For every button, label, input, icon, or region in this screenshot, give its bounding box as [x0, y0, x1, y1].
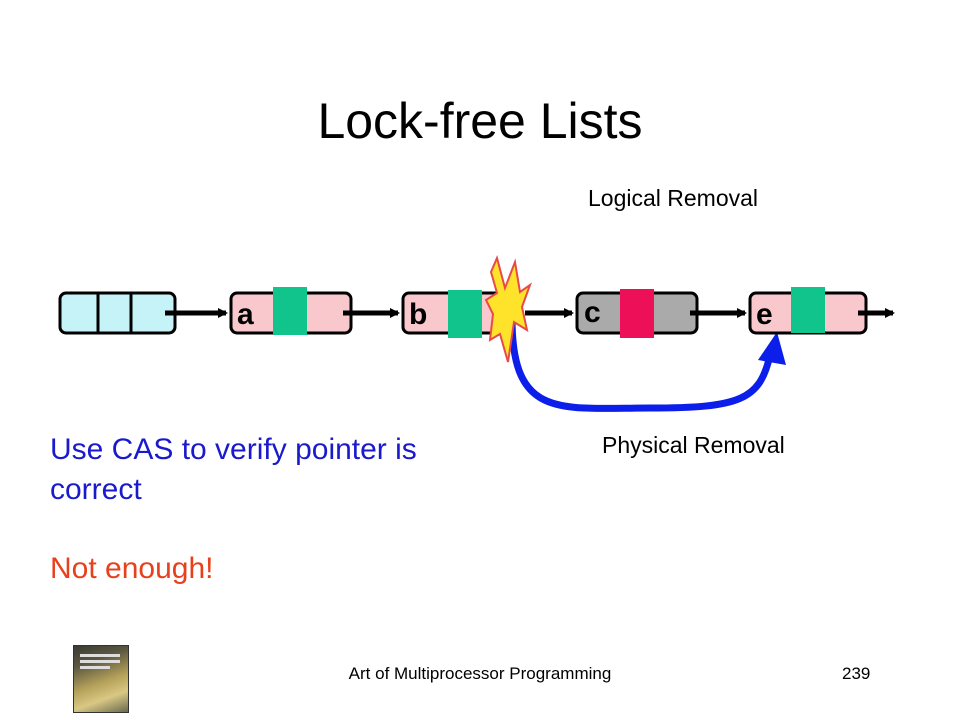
explosion-icon — [484, 254, 533, 363]
not-enough-text: Not enough! — [50, 552, 214, 585]
head-node — [58, 291, 177, 335]
node-e: e — [748, 287, 868, 335]
node-a-next-field — [273, 287, 307, 335]
node-c: c — [575, 289, 699, 338]
node-e-label: e — [756, 298, 773, 331]
physical-removal-arrowhead — [758, 332, 786, 365]
cas-statement: Use CAS to verify pointer is correct — [50, 433, 417, 506]
footer-title: Art of Multiprocessor Programming — [348, 664, 612, 683]
page-number: 239 — [842, 664, 871, 683]
node-a: a — [229, 287, 353, 335]
physical-removal-label: Physical Removal — [602, 432, 785, 458]
node-b-next-field — [448, 290, 482, 338]
slide-title: Lock-free Lists — [317, 93, 643, 149]
node-a-label: a — [237, 298, 254, 331]
logical-removal-label: Logical Removal — [588, 185, 759, 211]
book-cover-thumbnail — [73, 645, 129, 713]
node-e-next-field — [791, 287, 825, 333]
physical-removal-arrow — [508, 317, 774, 412]
node-c-label: c — [584, 296, 601, 329]
node-b-label: b — [409, 298, 427, 331]
node-c-mark-bit — [620, 289, 654, 338]
